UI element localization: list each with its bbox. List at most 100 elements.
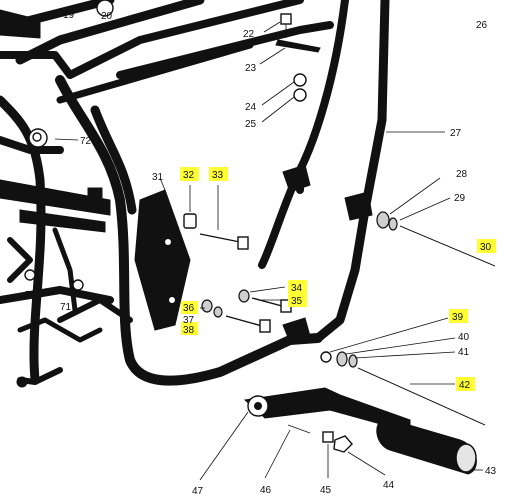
washer-39	[320, 351, 332, 363]
callout-26: 26	[476, 20, 488, 31]
lower-spindle-assembly	[320, 351, 486, 426]
highlight-32	[180, 167, 199, 181]
callout-37: 37	[183, 315, 195, 326]
callout-31: 31	[152, 172, 164, 183]
lower-loop-tube	[55, 75, 323, 386]
bracket-hole-1	[165, 239, 171, 245]
mount-bar-2	[19, 209, 106, 233]
foot-bolt	[16, 376, 28, 388]
washer-36	[201, 299, 213, 313]
mount-bracket-3	[57, 297, 133, 323]
clamp-lower	[282, 317, 311, 343]
callout-41: 41	[458, 347, 470, 358]
highlight-34	[288, 280, 307, 294]
leader-25	[261, 96, 295, 123]
washer-28	[376, 211, 390, 229]
bolt-35-shank	[251, 297, 283, 307]
leader-lines	[54, 21, 483, 481]
callout-40: 40	[458, 332, 470, 343]
callout-24: 24	[245, 102, 257, 113]
rubber-end	[455, 443, 477, 473]
callout-38: 38	[183, 325, 195, 336]
leader-72	[54, 138, 79, 141]
callout-28: 28	[456, 169, 468, 180]
highlight-30	[477, 239, 496, 253]
callout-45: 45	[320, 485, 332, 496]
bolt-33-shank	[199, 233, 241, 243]
bolt-38-shank	[225, 315, 263, 327]
mount-bracket-2	[52, 227, 78, 313]
mount-bar-1	[0, 179, 111, 216]
callout-47: 47	[192, 486, 204, 497]
callout-33: 33	[212, 170, 224, 181]
upper-strut	[116, 21, 334, 79]
highlight-33	[209, 167, 228, 181]
nut-44	[333, 435, 353, 453]
small-parts-32-38	[183, 213, 292, 333]
callout-32: 32	[183, 170, 195, 181]
lower-rail-left	[0, 286, 114, 304]
nut-25	[293, 88, 307, 102]
nut-72-hole	[32, 132, 42, 142]
mount-block	[87, 187, 103, 209]
callout-71: 71	[60, 302, 72, 313]
callout-70: 70	[25, 290, 37, 301]
bolt-33-head	[237, 236, 249, 250]
bolt-22-head	[280, 13, 292, 25]
mount-bolt-70	[24, 269, 36, 281]
leader-34	[249, 286, 286, 293]
callout-30: 30	[480, 242, 492, 253]
callout-39: 39	[452, 312, 464, 323]
nut-24	[293, 73, 307, 87]
spacer-32	[183, 213, 197, 229]
leader-44	[347, 451, 386, 476]
inner-loop-tube	[90, 105, 137, 215]
highlight-36	[181, 301, 198, 314]
bolt-46	[287, 424, 311, 434]
frame-clamps	[282, 164, 373, 343]
bolt-38-head	[259, 319, 271, 333]
leader-22	[263, 21, 281, 33]
washer-29	[388, 217, 398, 231]
leader-24	[261, 81, 295, 106]
callout-34: 34	[291, 283, 303, 294]
clamp-upper	[282, 164, 311, 193]
spindle-42-core	[357, 367, 486, 426]
callout-44: 44	[383, 480, 395, 491]
washer-41	[348, 354, 358, 368]
leader-28	[389, 177, 441, 215]
callout-19: 19	[63, 10, 75, 21]
highlight-38	[181, 322, 198, 335]
callout-23: 23	[245, 63, 257, 74]
leader-29	[399, 197, 451, 221]
part-20-knob	[96, 0, 114, 17]
rubber-ribs	[392, 423, 461, 459]
callout-29: 29	[454, 193, 466, 204]
top-rail-middle	[0, 0, 304, 79]
callout-22: 22	[243, 29, 255, 40]
leader-47	[199, 411, 249, 481]
clamp-28-lug	[344, 191, 373, 221]
engine-mount-area	[0, 0, 133, 388]
leader-23	[259, 47, 286, 65]
mount-bracket-1	[7, 237, 33, 283]
washer-45	[322, 431, 334, 443]
upper-strut-2	[56, 41, 254, 104]
washer-37	[213, 306, 223, 318]
callout-42: 42	[459, 380, 471, 391]
rear-down-tube	[313, 0, 390, 343]
highlight-39	[449, 309, 468, 323]
mount-bracket-4	[17, 317, 103, 343]
callout-labels: 19 20 22 23 24 25 26 27 28 29 30 31 32 3…	[25, 10, 497, 497]
highlight-42	[456, 377, 475, 391]
top-parts-22-25	[275, 13, 321, 102]
callout-27: 27	[450, 128, 462, 139]
leader-40	[345, 337, 456, 355]
footrest-boss-hole	[254, 402, 262, 410]
callout-43: 43	[485, 466, 497, 477]
bracket-hole-2	[169, 297, 175, 303]
callout-20: 20	[101, 11, 113, 22]
washer-34	[238, 289, 250, 303]
footrest-assembly	[243, 387, 477, 475]
